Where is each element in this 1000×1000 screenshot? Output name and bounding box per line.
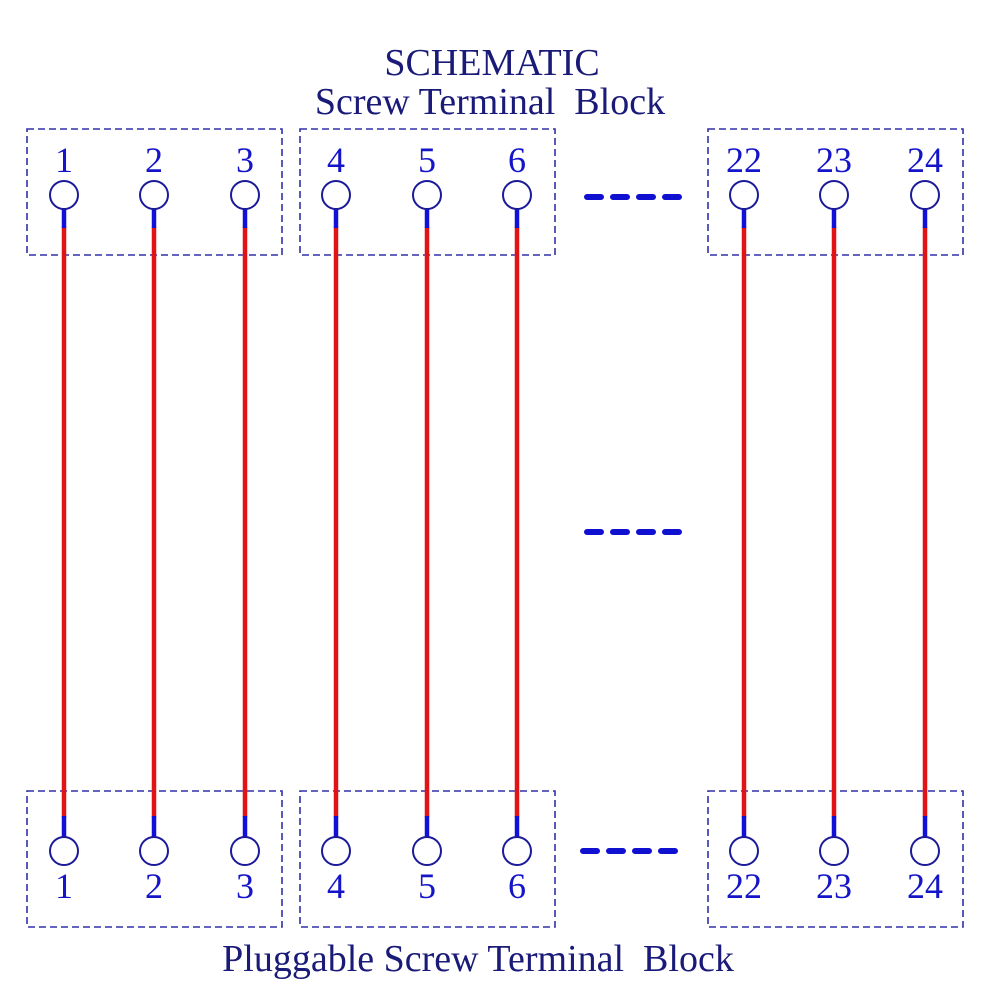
- top-terminal-circle-icon: [910, 180, 940, 210]
- bottom-terminal-circle-icon: [729, 836, 759, 866]
- diagram-title: SCHEMATIC: [384, 42, 599, 84]
- top-terminal-circle-icon: [412, 180, 442, 210]
- top-pin-label: 3: [236, 140, 254, 180]
- bottom-block-label: Pluggable Screw Terminal Block: [222, 938, 734, 980]
- top-pin-label: 6: [508, 140, 526, 180]
- bottom-terminal-circle-icon: [412, 836, 442, 866]
- bottom-pin-label: 6: [508, 866, 526, 906]
- top-pin-labels: 1 2 3 4 5 6 22 23 24: [55, 140, 943, 180]
- top-block-label: Screw Terminal Block: [315, 81, 665, 123]
- top-terminal-circle-icon: [49, 180, 79, 210]
- top-pin-label: 5: [418, 140, 436, 180]
- top-terminal-circle-icon: [139, 180, 169, 210]
- bottom-terminal-circle-icon: [502, 836, 532, 866]
- top-pin-label: 1: [55, 140, 73, 180]
- bottom-pin-label: 22: [726, 866, 762, 906]
- top-stems: [61, 209, 928, 228]
- bottom-terminal-circle-icon: [49, 836, 79, 866]
- bottom-terminal-circle-icon: [819, 836, 849, 866]
- top-terminal-circle-icon: [819, 180, 849, 210]
- bottom-pin-label: 4: [327, 866, 345, 906]
- top-terminal-circle-icon: [230, 180, 260, 210]
- top-pin-label: 2: [145, 140, 163, 180]
- bottom-terminal-circle-icon: [321, 836, 351, 866]
- bottom-pin-label: 2: [145, 866, 163, 906]
- top-pin-label: 23: [816, 140, 852, 180]
- bottom-pin-label: 1: [55, 866, 73, 906]
- bottom-stems: [61, 816, 928, 837]
- top-terminal-circle-icon: [729, 180, 759, 210]
- bottom-pin-label: 3: [236, 866, 254, 906]
- wires: [61, 227, 928, 817]
- top-terminals: [49, 180, 940, 210]
- bottom-pin-label: 23: [816, 866, 852, 906]
- bottom-pin-label: 5: [418, 866, 436, 906]
- bottom-terminals: [49, 836, 940, 866]
- top-pin-label: 24: [907, 140, 943, 180]
- bottom-pin-label: 24: [907, 866, 943, 906]
- bottom-pin-labels: 1 2 3 4 5 6 22 23 24: [55, 866, 943, 906]
- bottom-terminal-circle-icon: [139, 836, 169, 866]
- top-terminal-circle-icon: [502, 180, 532, 210]
- top-pin-label: 22: [726, 140, 762, 180]
- bottom-terminal-circle-icon: [230, 836, 260, 866]
- top-pin-label: 4: [327, 140, 345, 180]
- bottom-terminal-circle-icon: [910, 836, 940, 866]
- top-terminal-circle-icon: [321, 180, 351, 210]
